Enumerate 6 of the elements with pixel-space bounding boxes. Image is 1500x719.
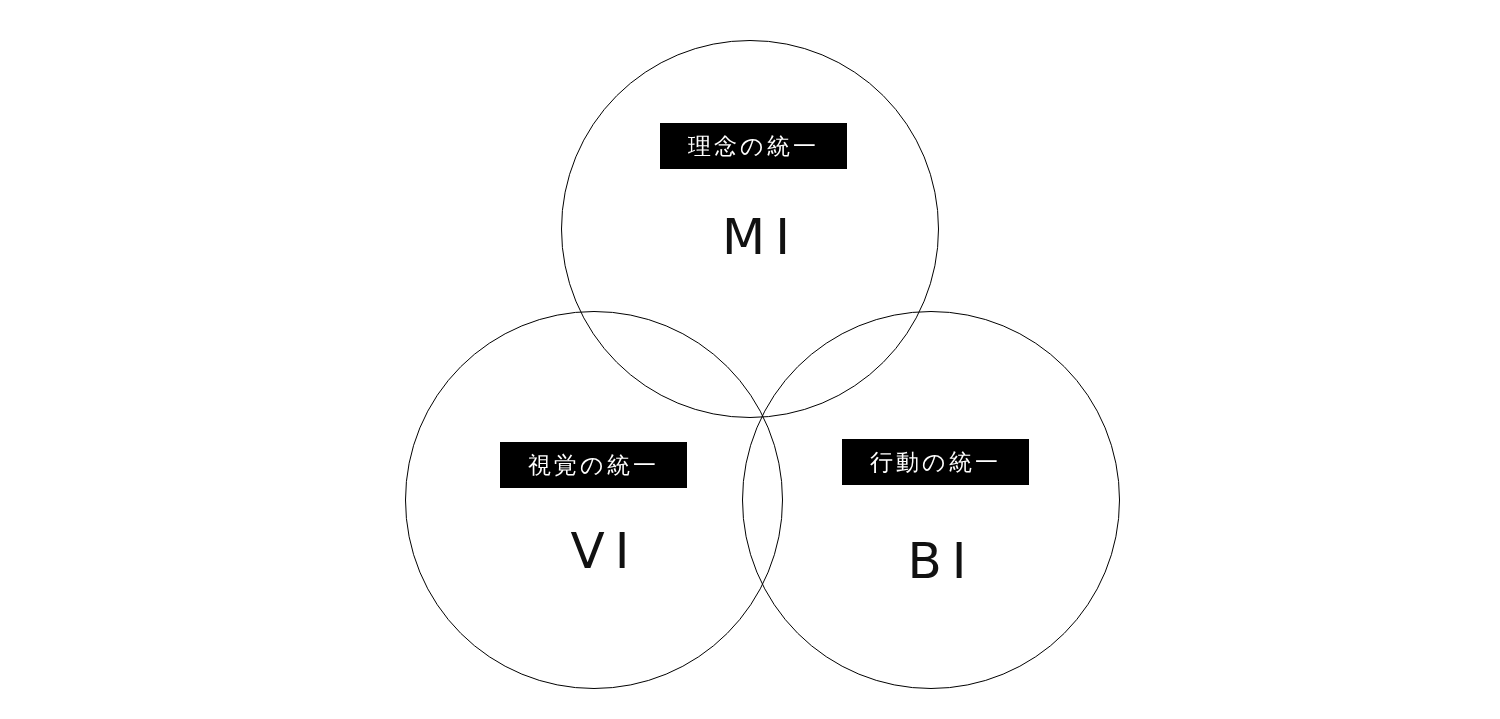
- label-tag: 行動の統一: [842, 439, 1029, 485]
- abbreviation-text: BI: [907, 536, 977, 586]
- label-tag: 視覚の統一: [500, 442, 687, 488]
- abbreviation-text: MI: [722, 212, 800, 262]
- abbreviation-text: VI: [570, 526, 640, 576]
- label-tag: 理念の統一: [660, 123, 847, 169]
